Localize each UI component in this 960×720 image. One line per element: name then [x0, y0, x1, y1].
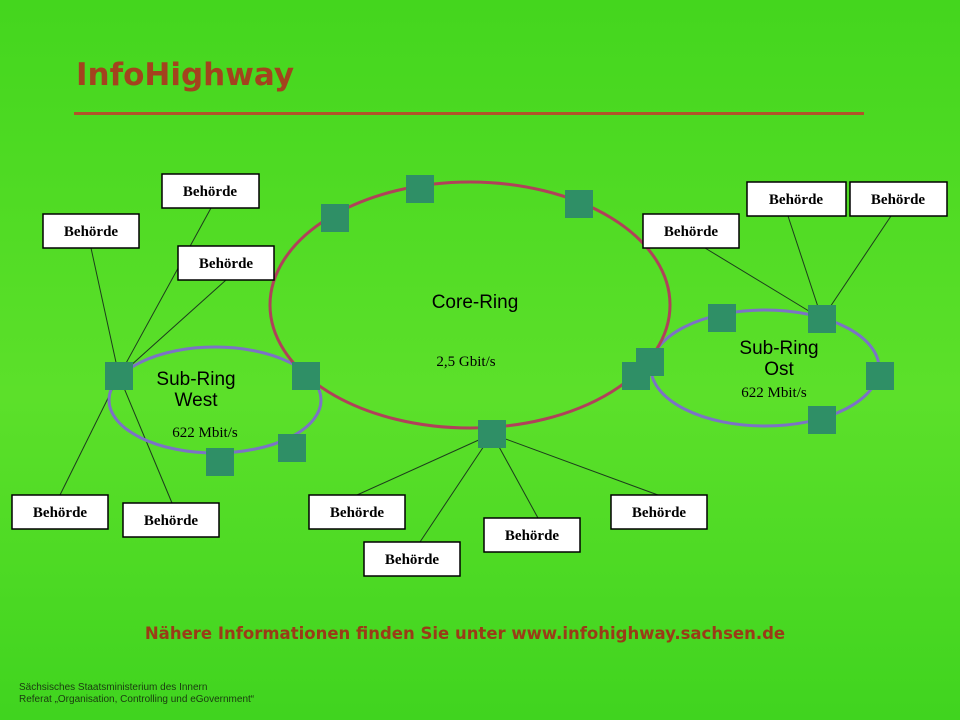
sub-ring-ost-title-line1: Sub-Ring	[739, 338, 818, 359]
network-node	[866, 362, 894, 390]
core-ring-title: Core-Ring	[432, 292, 519, 313]
authority-label: Behörde	[183, 184, 238, 200]
authority-label: Behörde	[64, 224, 119, 240]
authority-label: Behörde	[385, 552, 440, 568]
network-node	[565, 190, 593, 218]
sub-ring-west-title-line1: Sub-Ring	[156, 369, 235, 390]
authority-box: Behörde	[11, 494, 109, 530]
network-node	[622, 362, 650, 390]
network-node	[808, 406, 836, 434]
network-node	[105, 362, 133, 390]
authority-label: Behörde	[144, 513, 199, 529]
connector-line	[118, 279, 227, 377]
authority-box: Behörde	[42, 213, 140, 249]
sub-ring-west-title-line2: West	[175, 390, 219, 411]
network-node	[278, 434, 306, 462]
network-node	[478, 420, 506, 448]
connector-line	[118, 207, 212, 377]
authority-label: Behörde	[664, 224, 719, 240]
sub-ring-ost-title-line2: Ost	[764, 359, 794, 380]
connector-line	[821, 215, 892, 320]
authority-label: Behörde	[769, 192, 824, 208]
footer-line-department: Referat „Organisation, Controlling und e…	[19, 694, 255, 705]
connector-line	[787, 215, 823, 320]
connector-line	[419, 433, 493, 543]
network-node	[292, 362, 320, 390]
authority-label: Behörde	[871, 192, 926, 208]
connector-line	[704, 247, 823, 320]
title-underline	[74, 112, 864, 115]
connector-lines	[59, 207, 892, 543]
info-text: Nähere Informationen finden Sie unter ww…	[144, 624, 786, 643]
authority-box: Behörde	[122, 502, 220, 538]
authority-label: Behörde	[505, 528, 560, 544]
connector-line	[356, 433, 493, 496]
authority-box: Behörde	[849, 181, 948, 217]
footer-line-ministry: Sächsisches Staatsministerium des Innern	[19, 682, 208, 693]
network-node	[808, 305, 836, 333]
connector-line	[491, 433, 659, 496]
sub-ring-ost-speed: 622 Mbit/s	[741, 385, 807, 401]
network-node	[708, 304, 736, 332]
authority-label: Behörde	[199, 256, 254, 272]
authority-label: Behörde	[330, 505, 385, 521]
authority-box: Behörde	[483, 517, 581, 553]
network-node	[406, 175, 434, 203]
network-node	[206, 448, 234, 476]
authority-box: Behörde	[642, 213, 740, 249]
network-node	[321, 204, 349, 232]
authority-box: Behörde	[308, 494, 406, 530]
core-ring-speed: 2,5 Gbit/s	[436, 354, 495, 370]
authority-box: Behörde	[161, 173, 260, 209]
core-ring	[268, 180, 672, 430]
authority-label: Behörde	[33, 505, 88, 521]
ring-nodes	[105, 175, 894, 476]
authority-box: Behörde	[610, 494, 708, 530]
authority-box: Behörde	[746, 181, 847, 217]
authority-label: Behörde	[632, 505, 687, 521]
connector-line	[90, 247, 120, 377]
sub-ring-west-speed: 622 Mbit/s	[172, 425, 238, 441]
page-title: InfoHighway	[76, 57, 295, 93]
authority-box: Behörde	[177, 245, 275, 281]
footer: Sächsisches Staatsministerium des Innern…	[19, 682, 254, 706]
authority-box: Behörde	[363, 541, 461, 577]
